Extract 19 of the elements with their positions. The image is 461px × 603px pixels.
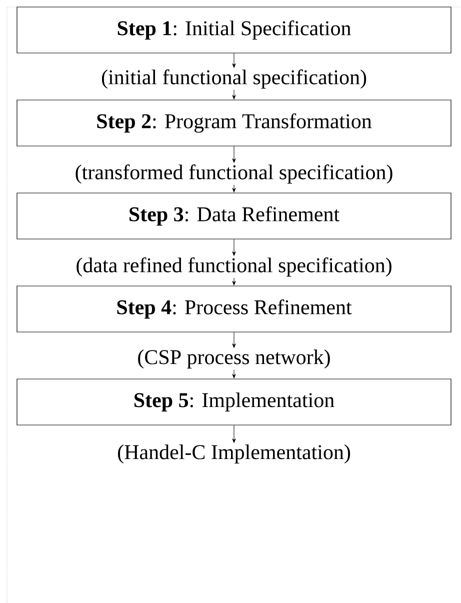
data-label: (transformed functional specification) [74,163,394,185]
data-label: (data refined functional specification) [74,256,394,278]
process-box: Step 2: Program Transformation [16,100,452,146]
data-label: (initial functional specification) [100,68,368,90]
arrow [232,369,236,378]
arrow [232,184,236,192]
arrow [232,332,236,348]
process-box: Step 1: Initial Specification [16,6,452,54]
arrow [232,239,236,256]
process-box: Step 5: Implementation [16,378,452,426]
arrow [232,425,236,443]
data-label: (CSP process network) [136,348,332,370]
process-box: Step 4: Process Refinement [16,286,452,332]
arrow [232,278,236,286]
data-label: (Handel-C Implementation) [116,443,352,465]
process-box: Step 3: Data Refinement [16,192,452,240]
arrow [232,53,236,68]
arrow [232,146,236,163]
arrow [232,90,236,100]
